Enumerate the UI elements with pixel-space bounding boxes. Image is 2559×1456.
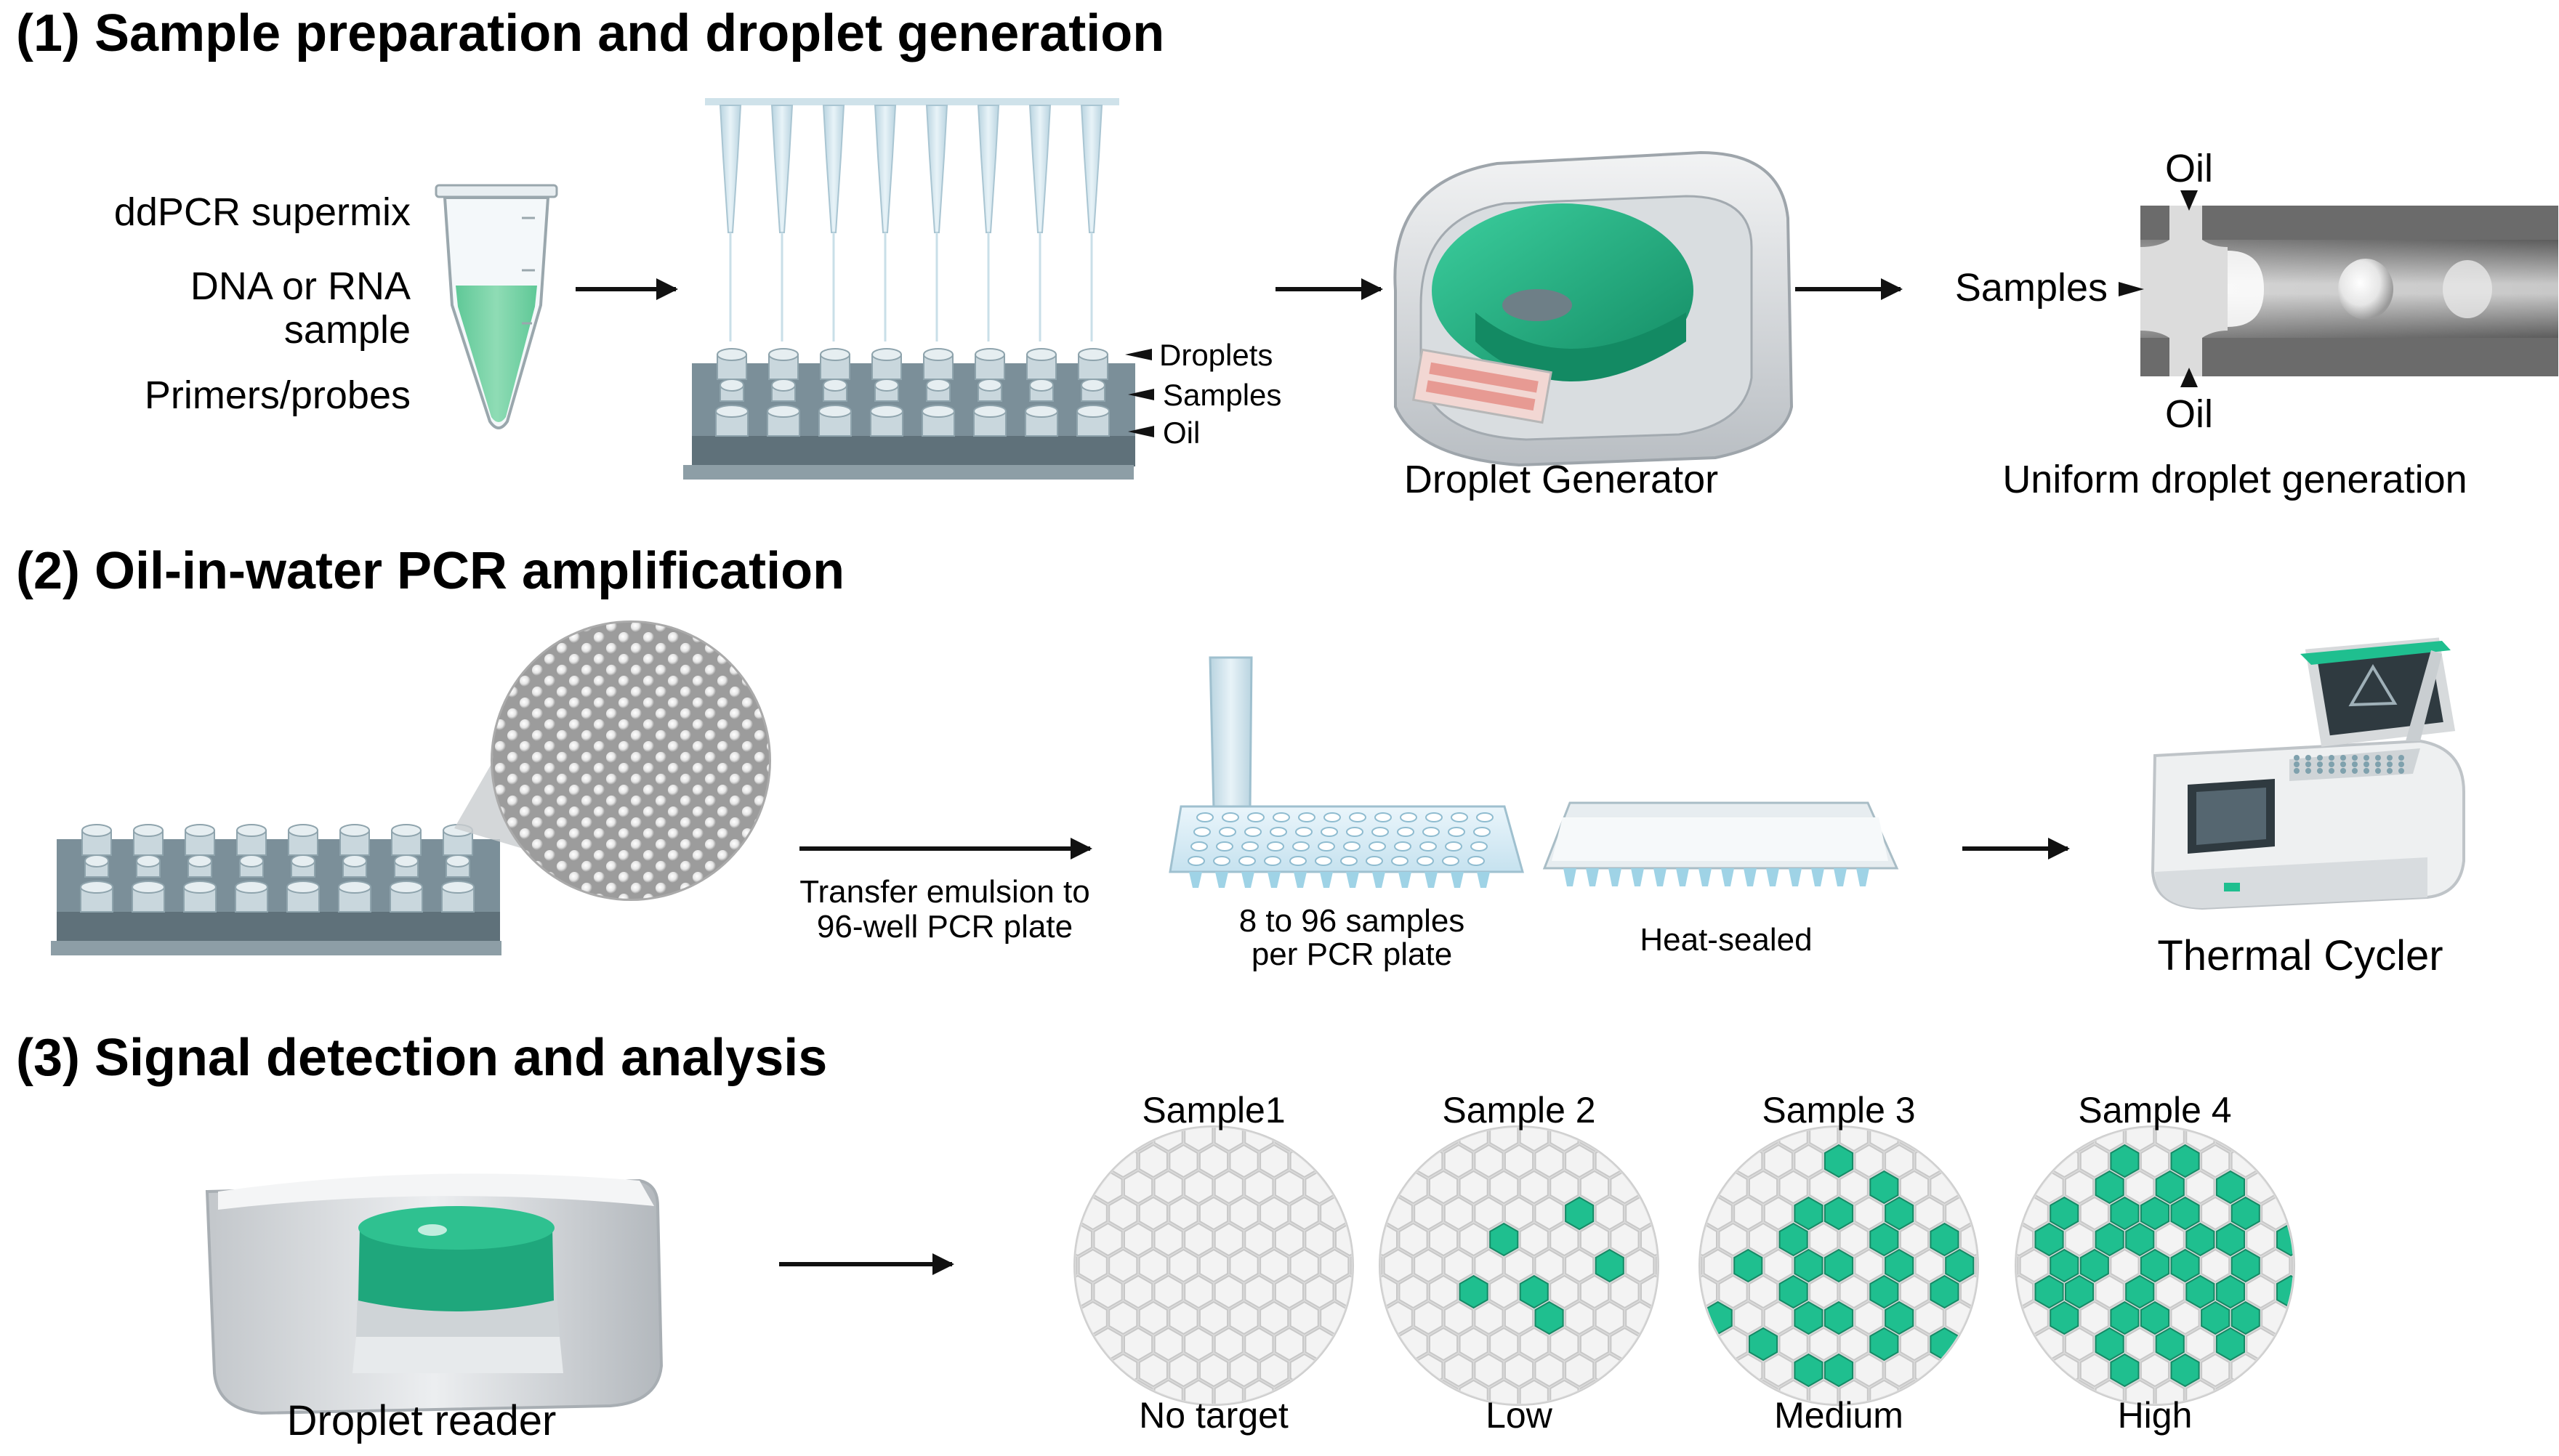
sample-name-label: Sample 2	[1442, 1090, 1595, 1131]
label-sample: sample	[284, 308, 411, 352]
label-heat-sealed: Heat-sealed	[1640, 922, 1812, 958]
label-plate-1: 8 to 96 samples	[1239, 903, 1465, 939]
section-title-3: (3) Signal detection and analysis	[16, 1029, 827, 1087]
section-title-2: (2) Oil-in-water PCR amplification	[16, 542, 845, 600]
sealed-plate-icon	[1542, 801, 1899, 886]
label-samples-well: Samples	[1163, 378, 1281, 412]
section-title-1: (1) Sample preparation and droplet gener…	[16, 4, 1164, 62]
sample-level-label: Low	[1486, 1395, 1553, 1436]
sample-droplet-panel	[1073, 1125, 1354, 1406]
sample-name-label: Sample1	[1142, 1090, 1285, 1131]
sample-level-label: No target	[1139, 1395, 1289, 1436]
label-transfer-2: 96-well PCR plate	[817, 909, 1073, 945]
label-oil-top: Oil	[2165, 147, 2213, 190]
thermal-cycler-icon	[2151, 637, 2465, 910]
label-oil-bottom: Oil	[2165, 392, 2213, 436]
sample-droplet-panel	[1379, 1125, 1659, 1406]
label-dna-rna: DNA or RNA	[190, 264, 411, 308]
sample-level-label: Medium	[1774, 1395, 1903, 1436]
sample-name-label: Sample 4	[2078, 1090, 2231, 1131]
label-droplet-generator: Droplet Generator	[1404, 458, 1718, 501]
sample-droplet-panel	[2015, 1125, 2295, 1406]
droplet-magnification-icon	[491, 620, 771, 901]
label-ddpcr-supermix: ddPCR supermix	[114, 190, 411, 234]
label-plate-2: per PCR plate	[1252, 937, 1452, 972]
sample-name-label: Sample 3	[1762, 1090, 1915, 1131]
label-droplet-reader: Droplet reader	[287, 1397, 557, 1444]
sample-level-label: High	[2118, 1395, 2193, 1436]
channel-micrograph	[2140, 206, 2558, 376]
label-uniform-droplet-generation: Uniform droplet generation	[2002, 458, 2467, 501]
label-transfer-1: Transfer emulsion to	[799, 874, 1089, 910]
droplet-reader-icon	[205, 1173, 664, 1415]
sample-tube-icon	[435, 184, 558, 429]
cartridge-with-pipettes-icon	[683, 98, 1135, 480]
pcr-plate-icon	[1169, 656, 1524, 888]
label-droplets: Droplets	[1159, 338, 1273, 372]
label-samples-inlet: Samples	[1955, 266, 2108, 310]
sample-droplet-panel	[1698, 1125, 1979, 1406]
label-thermal-cycler: Thermal Cycler	[2157, 932, 2443, 979]
cartridge-emulsion-icon	[51, 734, 552, 955]
label-oil-well: Oil	[1163, 416, 1200, 450]
label-primers-probes: Primers/probes	[145, 373, 411, 417]
droplet-generator-icon	[1393, 150, 1794, 467]
